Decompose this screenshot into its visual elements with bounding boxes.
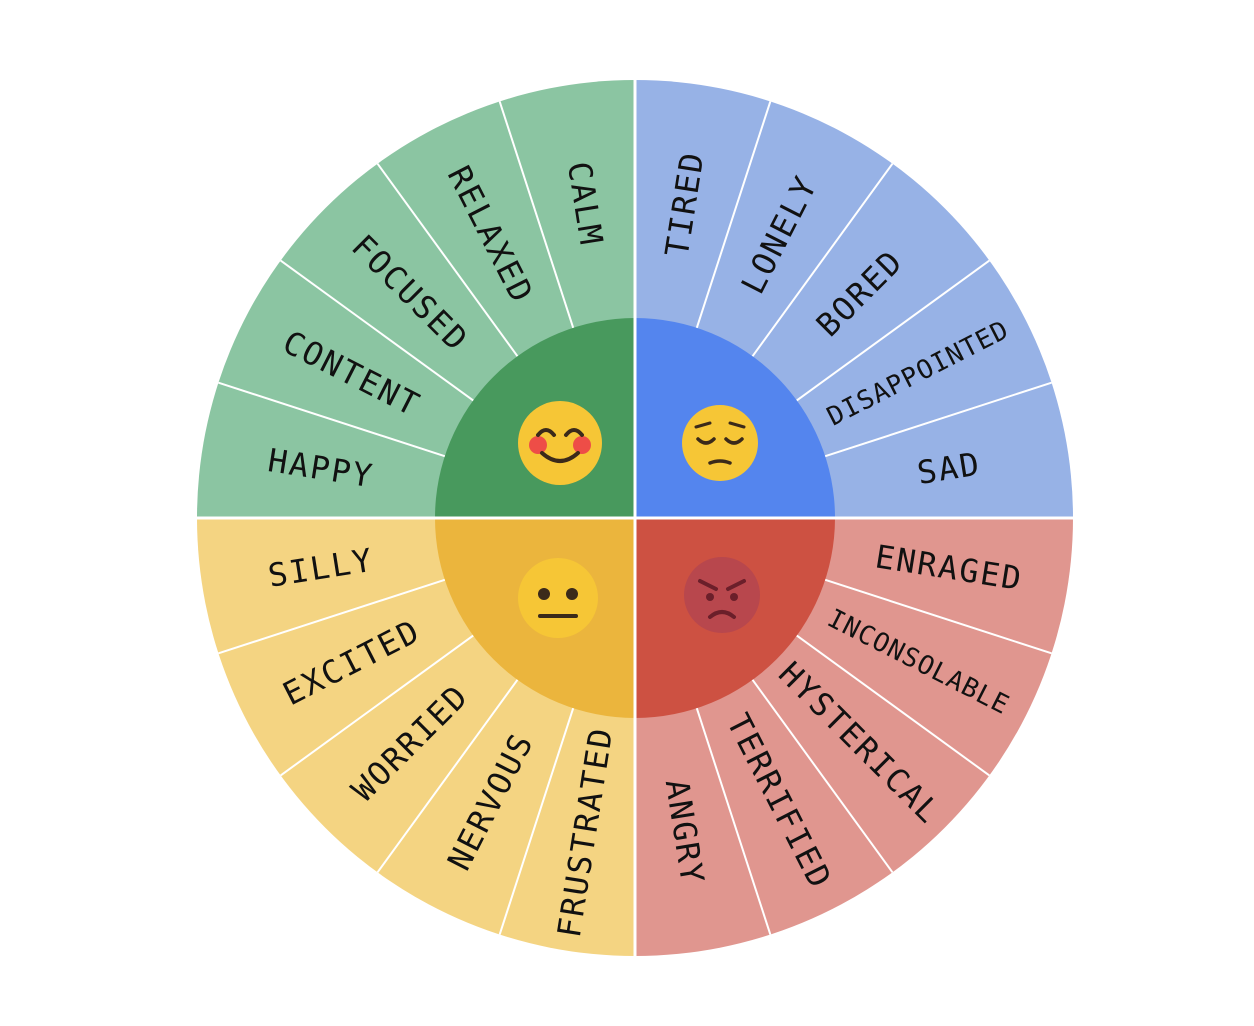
dividers: [197, 80, 1073, 956]
segment-divider: [824, 578, 1052, 655]
emoji-faces: [518, 401, 760, 638]
segment-divider: [218, 381, 446, 458]
segment-divider: [280, 259, 474, 402]
segment-divider: [796, 259, 990, 402]
segment-divider: [376, 163, 519, 357]
segment-divider: [498, 707, 575, 935]
segment-divider: [751, 163, 894, 357]
segment-divider: [695, 707, 772, 935]
segment-divider: [695, 101, 772, 329]
pensive-face-icon: [682, 405, 758, 481]
segment-divider: [376, 679, 519, 873]
segment-divider: [218, 578, 446, 655]
neutral-face-icon: [518, 558, 598, 638]
segment-divider: [796, 634, 990, 777]
segment-divider: [824, 381, 1052, 458]
segment-divider: [751, 679, 894, 873]
segment-divider: [498, 101, 575, 329]
angry-face-icon: [684, 557, 760, 633]
segment-divider: [280, 634, 474, 777]
smiling-blushing-face-icon: [518, 401, 602, 485]
